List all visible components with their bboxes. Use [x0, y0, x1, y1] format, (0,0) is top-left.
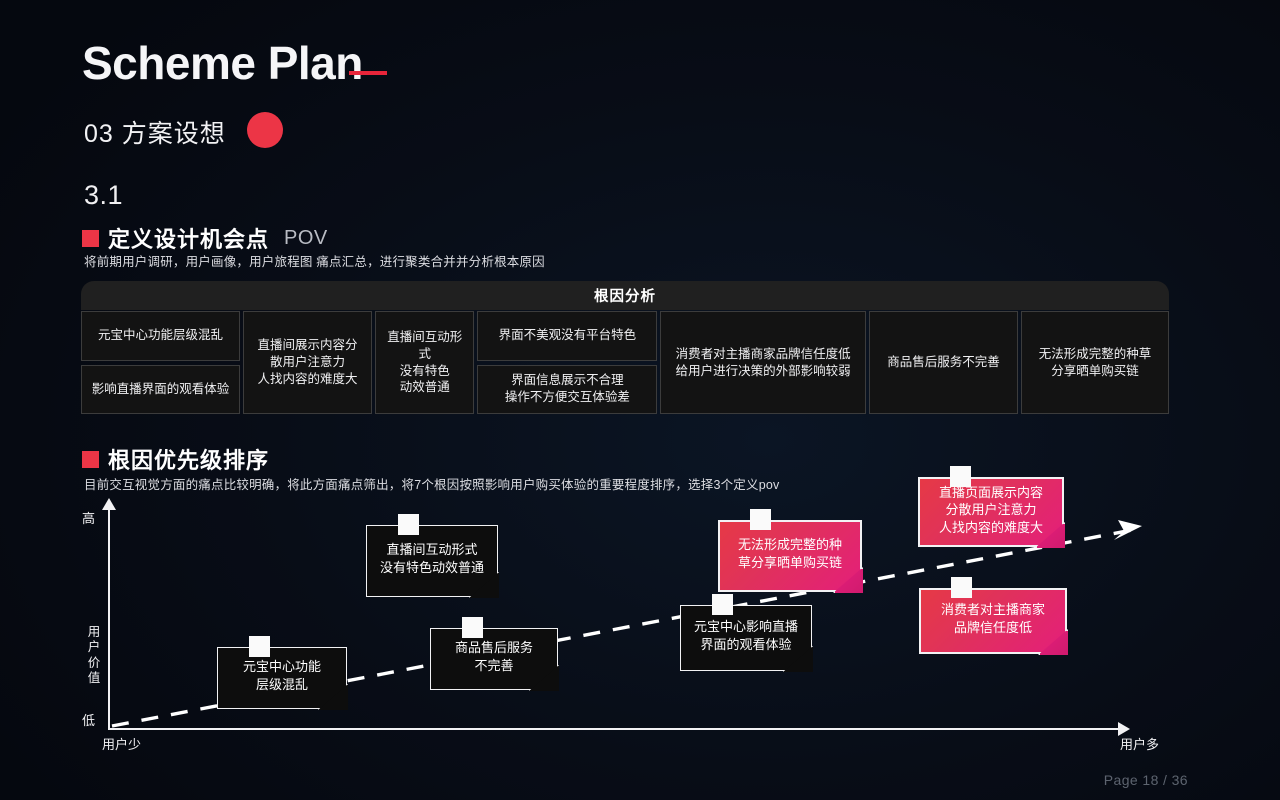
- sticky-note-label: 无法形成完整的种草分享晒单购买链: [718, 520, 862, 592]
- sticky-note[interactable]: 无法形成完整的种草分享晒单购买链: [718, 509, 863, 593]
- sticky-note[interactable]: 元宝中心功能层级混乱: [217, 636, 348, 710]
- sticky-note[interactable]: 商品售后服务不完善: [430, 617, 559, 691]
- bullet-square-icon: [82, 450, 99, 468]
- sticky-note-tab-icon: [249, 636, 270, 657]
- section-heading-pov-en: POV: [284, 226, 328, 249]
- sticky-note-label: 元宝中心影响直播界面的观看体验: [680, 605, 812, 671]
- x-axis-arrow-icon: [1118, 722, 1130, 736]
- x-axis-tick-min: 用户少: [102, 737, 142, 752]
- root-cause-cell: 界面信息展示不合理操作不方便交互体验差: [477, 364, 658, 414]
- section-heading-ranking: 根因优先级排序: [82, 443, 269, 475]
- root-cause-table-header-label: 根因分析: [594, 289, 656, 305]
- sticky-note-tab-icon: [712, 594, 733, 615]
- root-cause-cell: 元宝中心功能层级混乱: [81, 311, 240, 361]
- root-cause-cell: 商品售后服务不完善: [868, 311, 1018, 414]
- section-description-pov: 将前期用户调研，用户画像，用户旅程图 痛点汇总，进行聚类合并并分析根本原因: [84, 255, 545, 269]
- y-axis-arrow-icon: [102, 498, 116, 510]
- sticky-note-tab-icon: [951, 577, 972, 598]
- root-cause-column: 直播间展示内容分散用户注意力人找内容的难度大: [242, 311, 373, 414]
- root-cause-cell: 消费者对主播商家品牌信任度低给用户进行决策的外部影响较弱: [660, 311, 866, 414]
- sticky-note-tab-icon: [750, 509, 771, 530]
- sticky-note-label: 直播页面展示内容分散用户注意力人找内容的难度大: [918, 477, 1064, 547]
- page-indicator: Page 18 / 36: [1103, 772, 1188, 788]
- root-cause-column: 无法形成完整的种草分享晒单购买链: [1020, 311, 1169, 414]
- sticky-note[interactable]: 消费者对主播商家品牌信任度低: [919, 577, 1068, 655]
- root-cause-column: 商品售后服务不完善: [868, 311, 1018, 414]
- sticky-note-tab-icon: [398, 514, 419, 535]
- root-cause-table-header: 根因分析: [81, 281, 1169, 310]
- root-cause-cell: 直播间互动形式没有特色动效普通: [375, 311, 475, 414]
- root-cause-cell: 影响直播界面的观看体验: [81, 364, 240, 414]
- root-cause-table-body: 元宝中心功能层级混乱影响直播界面的观看体验直播间展示内容分散用户注意力人找内容的…: [81, 311, 1169, 414]
- root-cause-column: 元宝中心功能层级混乱影响直播界面的观看体验: [81, 311, 240, 414]
- x-axis-tick-max: 用户多: [1120, 737, 1160, 752]
- y-axis-tick-high: 高: [82, 511, 96, 526]
- x-axis-line: [108, 728, 1120, 730]
- root-cause-column: 消费者对主播商家品牌信任度低给用户进行决策的外部影响较弱: [660, 311, 866, 414]
- root-cause-cell: 直播间展示内容分散用户注意力人找内容的难度大: [242, 311, 373, 414]
- sticky-note-label: 直播间互动形式没有特色动效普通: [366, 525, 498, 597]
- section-heading-pov: 定义设计机会点 POV: [82, 222, 328, 254]
- root-cause-column: 直播间互动形式没有特色动效普通: [375, 311, 475, 414]
- sticky-note-tab-icon: [462, 617, 483, 638]
- sticky-note[interactable]: 元宝中心影响直播界面的观看体验: [680, 594, 813, 672]
- title-strike-decoration: [349, 71, 387, 75]
- subtitle-dot-decoration: [247, 112, 283, 148]
- root-cause-column: 界面不美观没有平台特色界面信息展示不合理操作不方便交互体验差: [477, 311, 658, 414]
- root-cause-analysis-table: 根因分析 元宝中心功能层级混乱影响直播界面的观看体验直播间展示内容分散用户注意力…: [81, 281, 1169, 414]
- root-cause-cell: 无法形成完整的种草分享晒单购买链: [1020, 311, 1169, 414]
- y-axis-tick-low: 低: [82, 713, 96, 728]
- slide-subtitle: 03 方案设想: [84, 120, 226, 148]
- section-heading-pov-label: 定义设计机会点: [108, 227, 270, 252]
- root-cause-cell: 界面不美观没有平台特色: [477, 311, 658, 361]
- page-title: Scheme Plan: [82, 37, 363, 89]
- section-heading-ranking-label: 根因优先级排序: [108, 448, 270, 473]
- sticky-note[interactable]: 直播页面展示内容分散用户注意力人找内容的难度大: [918, 466, 1065, 548]
- sticky-note-tab-icon: [950, 466, 971, 487]
- sticky-note-label: 商品售后服务不完善: [430, 628, 558, 690]
- bullet-square-icon: [82, 229, 99, 247]
- priority-ranking-chart: 高 低 用户价值 用户少 用户多 元宝中心功能层级混乱 商品售后服务不完善 直播间互…: [82, 466, 1182, 760]
- sticky-note-label: 消费者对主播商家品牌信任度低: [919, 588, 1067, 654]
- y-axis-title: 用户价值: [87, 625, 101, 685]
- sticky-note[interactable]: 直播间互动形式没有特色动效普通: [366, 514, 499, 598]
- y-axis-line: [108, 508, 110, 730]
- section-description-ranking: 目前交互视觉方面的痛点比较明确，将此方面痛点筛出，将7个根因按照影响用户购买体验…: [84, 478, 780, 492]
- sticky-note-label: 元宝中心功能层级混乱: [217, 647, 347, 709]
- section-number: 3.1: [84, 180, 124, 210]
